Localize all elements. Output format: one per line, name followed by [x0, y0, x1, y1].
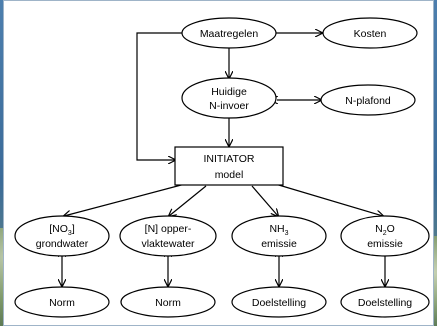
node-norm2-shape	[120, 286, 216, 318]
node-n2o-line2: emissie	[367, 238, 403, 250]
node-no3-grondwater: [NO3] grondwater	[14, 215, 110, 257]
node-huidige-line2: N-invoer	[209, 100, 249, 112]
node-doel1-label: Doelstelling	[252, 297, 306, 309]
node-kosten-shape	[322, 17, 418, 49]
node-initiator-line1: INITIATOR	[204, 153, 255, 165]
node-nopper-shape	[119, 215, 217, 257]
edge-maatregelen-initiator	[136, 32, 182, 160]
node-n-oppervlaktewater: [N] opper- vlaktewater	[119, 215, 217, 257]
node-huidige-line1: Huidige	[211, 86, 247, 98]
node-norm2-label: Norm	[155, 297, 181, 309]
node-n2o-line1: N2O	[375, 223, 395, 237]
node-nh3-line1: NH3	[269, 223, 288, 237]
node-initiator-line2: model	[215, 169, 244, 181]
node-norm1-shape	[14, 286, 110, 318]
node-no3-line1: [NO3]	[49, 223, 75, 237]
node-nplafond-shape	[320, 84, 416, 116]
node-huidige-shape	[181, 77, 277, 119]
node-n2o-emissie: N2O emissie	[340, 215, 430, 257]
node-no3-shape	[14, 215, 110, 257]
node-nopper-line1: [N] opper-	[145, 223, 192, 235]
node-doelstelling-2: Doelstelling	[340, 286, 430, 318]
edge-initiator-nopper	[169, 185, 207, 216]
node-nplafond-label: N-plafond	[345, 95, 391, 107]
node-maatregelen-label: Maatregelen	[200, 28, 259, 40]
node-maatregelen: Maatregelen	[181, 17, 277, 49]
node-initiator-model: INITIATOR model	[174, 146, 284, 186]
node-norm-1: Norm	[14, 286, 110, 318]
node-no3-line2: grondwater	[36, 238, 89, 250]
node-nh3-emissie: NH3 emissie	[231, 215, 327, 257]
node-nopper-line2: vlaktewater	[141, 238, 195, 250]
node-doel1-shape	[231, 286, 327, 318]
node-nh3-shape	[231, 215, 327, 257]
node-doel2-shape	[340, 286, 430, 318]
node-maatregelen-shape	[181, 17, 277, 49]
node-n-plafond: N-plafond	[320, 84, 416, 116]
node-norm-2: Norm	[120, 286, 216, 318]
node-doelstelling-1: Doelstelling	[231, 286, 327, 318]
node-huidige-n-invoer: Huidige N-invoer	[181, 77, 277, 119]
edge-initiator-no3	[64, 183, 186, 216]
node-nh3-line2: emissie	[261, 238, 297, 250]
node-kosten-label: Kosten	[354, 28, 387, 40]
node-norm1-label: Norm	[49, 297, 75, 309]
node-n2o-shape	[340, 215, 430, 257]
edge-initiator-n2o	[271, 182, 383, 216]
edge-initiator-nh3	[251, 185, 278, 216]
node-doel2-label: Doelstelling	[358, 297, 412, 309]
node-initiator-shape	[174, 146, 284, 186]
node-kosten: Kosten	[322, 17, 418, 49]
